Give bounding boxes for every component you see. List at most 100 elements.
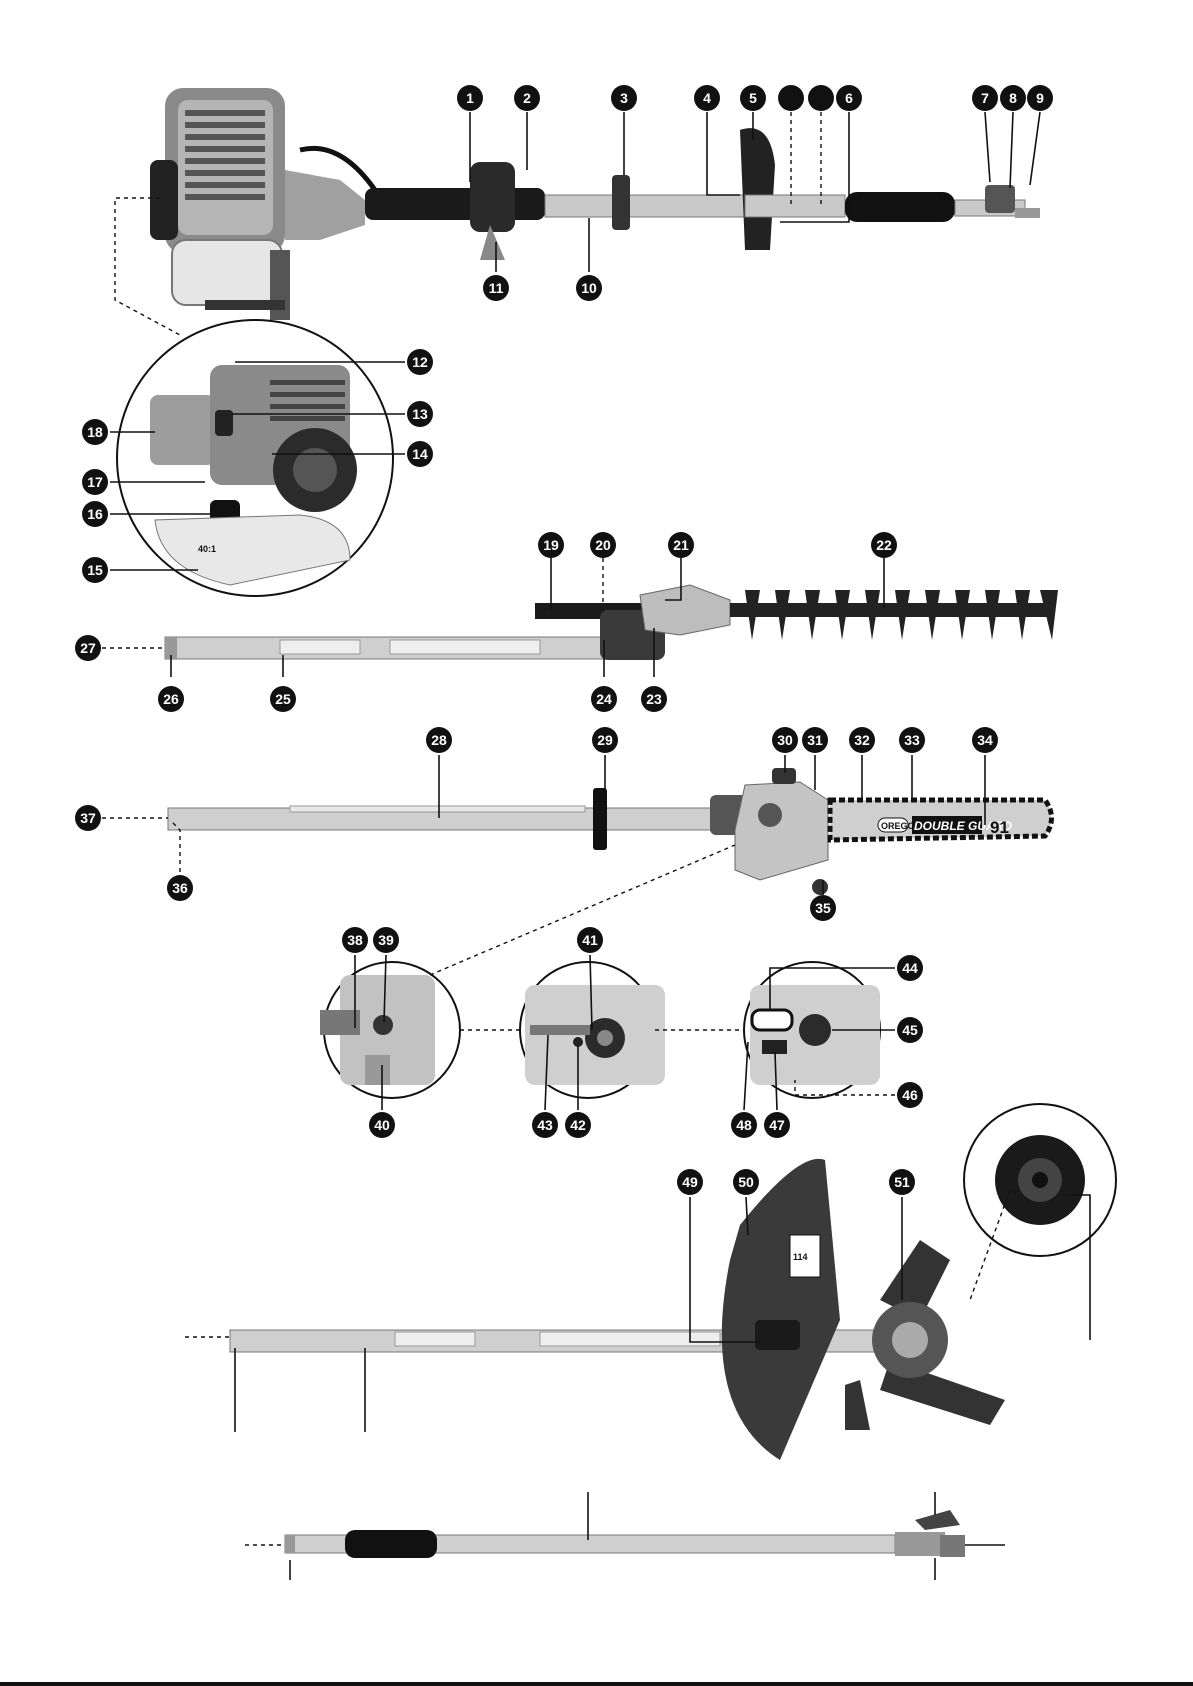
- detail-circle-left: [320, 962, 460, 1098]
- trimmer-head-detail: [964, 1104, 1116, 1256]
- callout-36: 36: [167, 875, 193, 901]
- callout-10: 10: [576, 275, 602, 301]
- callout-label: 30: [777, 732, 793, 748]
- callout-label: 25: [275, 691, 291, 707]
- callout-25: 25: [270, 686, 296, 712]
- detail-circle-middle: [520, 962, 665, 1098]
- callout-label: 47: [769, 1117, 785, 1133]
- callout-label: 50: [738, 1174, 754, 1190]
- callout-15: 15: [82, 557, 108, 583]
- callout-blank-a: [778, 85, 804, 111]
- callout-label: 22: [876, 537, 892, 553]
- callout-label: 13: [412, 406, 428, 422]
- callout-label: 41: [582, 932, 598, 948]
- callout-label: 18: [87, 424, 103, 440]
- callout-label: 48: [736, 1117, 752, 1133]
- callout-44: 44: [897, 955, 923, 981]
- callout-label: 4: [703, 90, 711, 106]
- callout-13: 13: [407, 401, 433, 427]
- callout-16: 16: [82, 501, 108, 527]
- callout-label: 15: [87, 562, 103, 578]
- extension-shaft: [285, 1510, 965, 1558]
- callout-6: 6: [836, 85, 862, 111]
- callout-label: 16: [87, 506, 103, 522]
- brush-cutter-attachment: 114: [230, 1159, 1005, 1460]
- callout-label: 39: [378, 932, 394, 948]
- callout-label: 11: [489, 280, 504, 296]
- callout-42: 42: [565, 1112, 591, 1138]
- callout-label: 6: [845, 90, 853, 106]
- callout-label: 34: [977, 732, 993, 748]
- hedge-trimmer-attachment: [165, 585, 1058, 660]
- callout-11: 11: [483, 275, 509, 301]
- callout-20: 20: [590, 532, 616, 558]
- callout-24: 24: [591, 686, 617, 712]
- callout-7: 7: [972, 85, 998, 111]
- callout-35: 35: [810, 895, 836, 921]
- callout-label: 37: [80, 810, 96, 826]
- callout-label: 33: [904, 732, 920, 748]
- callout-label: 51: [894, 1174, 910, 1190]
- pole-saw-attachment: OREGON DOUBLE GUARD 91: [168, 768, 1052, 895]
- callout-29: 29: [592, 727, 618, 753]
- callout-14: 14: [407, 441, 433, 467]
- footer-rule: [0, 1682, 1193, 1686]
- bar-number-label: 91: [990, 818, 1009, 837]
- callout-2: 2: [514, 85, 540, 111]
- callout-label: 43: [537, 1117, 553, 1133]
- callout-39: 39: [373, 927, 399, 953]
- callout-26: 26: [158, 686, 184, 712]
- callout-blank-b: [808, 85, 834, 111]
- callout-label: 20: [595, 537, 611, 553]
- callout-47: 47: [764, 1112, 790, 1138]
- callout-label: 40: [374, 1117, 390, 1133]
- callout-label: 3: [620, 90, 628, 106]
- callout-43: 43: [532, 1112, 558, 1138]
- callout-label: 7: [981, 90, 989, 106]
- callout-9: 9: [1027, 85, 1053, 111]
- callout-4: 4: [694, 85, 720, 111]
- callout-51: 51: [889, 1169, 915, 1195]
- callout-label: 45: [902, 1022, 918, 1038]
- callout-label: 1: [466, 90, 474, 106]
- callout-1: 1: [457, 85, 483, 111]
- callout-28: 28: [426, 727, 452, 753]
- callout-49: 49: [677, 1169, 703, 1195]
- callout-label: 14: [412, 446, 428, 462]
- callout-31: 31: [802, 727, 828, 753]
- callout-8: 8: [1000, 85, 1026, 111]
- callout-label: 2: [523, 90, 531, 106]
- callout-37: 37: [75, 805, 101, 831]
- callout-label: 35: [815, 900, 831, 916]
- callout-label: 42: [570, 1117, 586, 1133]
- callout-23: 23: [641, 686, 667, 712]
- callout-17: 17: [82, 469, 108, 495]
- callout-label: 36: [172, 880, 188, 896]
- callout-12: 12: [407, 349, 433, 375]
- callout-label: 44: [902, 960, 918, 976]
- callout-38: 38: [342, 927, 368, 953]
- fuel-mix-label: 40:1: [198, 544, 216, 554]
- callout-50: 50: [733, 1169, 759, 1195]
- callout-label: 12: [412, 354, 428, 370]
- callout-27: 27: [75, 635, 101, 661]
- callout-label: 27: [80, 640, 96, 656]
- callout-label: 31: [807, 732, 823, 748]
- callout-label: 28: [431, 732, 447, 748]
- callout-30: 30: [772, 727, 798, 753]
- callout-5: 5: [740, 85, 766, 111]
- callout-label: 24: [596, 691, 612, 707]
- callout-21: 21: [668, 532, 694, 558]
- callout-label: 32: [854, 732, 870, 748]
- callout-label: 10: [581, 280, 597, 296]
- callout-label: 46: [902, 1087, 918, 1103]
- callout-label: 29: [597, 732, 613, 748]
- callout-label: 38: [347, 932, 363, 948]
- callout-41: 41: [577, 927, 603, 953]
- callout-34: 34: [972, 727, 998, 753]
- callout-label: 23: [646, 691, 662, 707]
- callout-label: 8: [1009, 90, 1017, 106]
- callout-label: 19: [543, 537, 559, 553]
- callout-33: 33: [899, 727, 925, 753]
